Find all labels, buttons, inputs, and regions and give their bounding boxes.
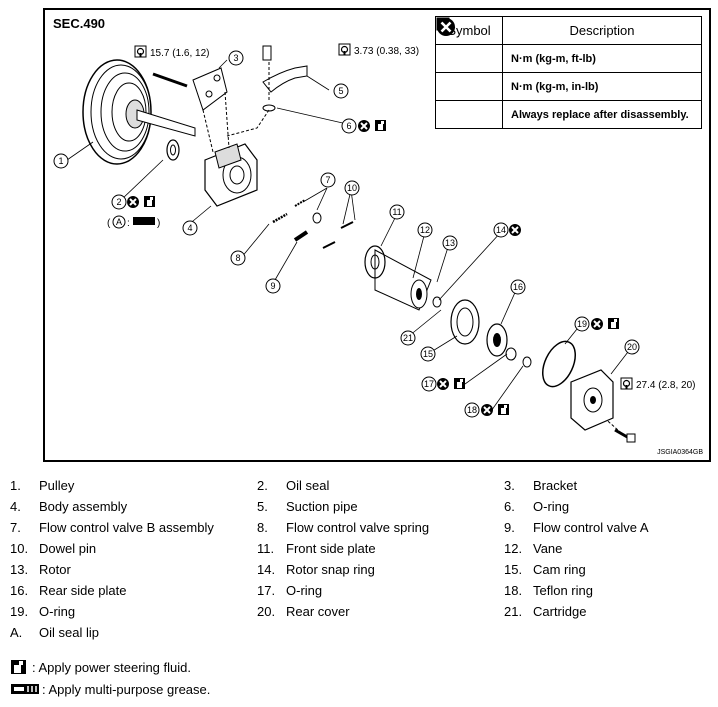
svg-text:17: 17 — [424, 379, 434, 389]
torque-suction-pipe-bolt: 3.73 (0.38, 33) — [338, 43, 419, 57]
callout-7: 7 — [320, 172, 336, 188]
svg-text:5: 5 — [338, 86, 343, 96]
callout-2: 2 — [111, 194, 127, 210]
flow-control-parts — [272, 199, 354, 249]
torque-wrench-icon — [134, 45, 147, 58]
svg-text::: : — [127, 218, 130, 229]
svg-text:20: 20 — [627, 342, 637, 352]
callout-1: 1 — [53, 153, 69, 169]
replace-x-icon — [436, 17, 455, 36]
rear-cover-bolt — [614, 428, 636, 443]
callout-18: 18 — [464, 402, 480, 418]
svg-text:21: 21 — [403, 333, 413, 343]
torque-wrench-inlb-icon — [338, 43, 351, 56]
svg-text:7: 7 — [325, 175, 330, 185]
o-ring-19 — [542, 340, 576, 388]
legend-header-description: Description — [502, 16, 702, 45]
callout-21: 21 — [400, 330, 416, 346]
callout-4: 4 — [182, 220, 198, 236]
torque-rear-cover-bolt: 27.4 (2.8, 20) — [620, 377, 695, 391]
rear-cover — [570, 369, 614, 431]
svg-text:12: 12 — [420, 225, 430, 235]
svg-text:8: 8 — [235, 253, 240, 263]
callout-10: 10 — [344, 180, 360, 196]
suction-pipe — [262, 45, 308, 112]
callout-14: 14 — [493, 222, 509, 238]
section-label: SEC.490 — [53, 16, 106, 31]
svg-text:1: 1 — [58, 156, 63, 166]
svg-text:2: 2 — [116, 197, 121, 207]
svg-text:(: ( — [107, 218, 111, 229]
cartridge-group — [364, 245, 532, 368]
callout-11: 11 — [389, 204, 405, 220]
svg-text:4: 4 — [187, 223, 192, 233]
svg-text:16: 16 — [513, 282, 523, 292]
svg-text:11: 11 — [392, 207, 401, 217]
legend-desc-replace: Always replace after disassembly. — [502, 100, 702, 129]
callout-12: 12 — [417, 222, 433, 238]
svg-text:13: 13 — [445, 238, 455, 248]
callout-6: 6 — [341, 118, 357, 134]
symbol-legend-table: Symbol Description N·m (kg-m, ft-lb) N·m… — [435, 16, 702, 129]
svg-text:27.4 (2.8, 20): 27.4 (2.8, 20) — [636, 380, 695, 391]
diagram-canvas: 1 2 3 4 5 6 7 8 9 10 11 12 13 14 15 16 1… — [53, 43, 695, 443]
callout-8: 8 — [230, 250, 246, 266]
figure-id: JSGIA0364GB — [657, 449, 703, 456]
svg-text:): ) — [157, 218, 160, 229]
legend-desc-inlb: N·m (kg-m, in-lb) — [502, 72, 702, 101]
svg-text:3.73 (0.38, 33): 3.73 (0.38, 33) — [354, 46, 419, 57]
replace-x-icon — [126, 195, 140, 209]
torque-bracket-bolt: 15.7 (1.6, 12) — [134, 45, 209, 59]
exploded-view-diagram: 1 2 3 4 5 6 7 8 9 10 11 12 13 14 15 16 1… — [43, 8, 711, 462]
svg-text:A: A — [116, 217, 122, 227]
pulley — [82, 59, 196, 165]
callout-20: 20 — [624, 339, 640, 355]
bracket — [192, 67, 228, 111]
fluid-can-icon — [144, 196, 155, 207]
svg-text:19: 19 — [577, 319, 587, 329]
svg-text:15: 15 — [423, 349, 433, 359]
callout-15: 15 — [420, 346, 436, 362]
svg-text:15.7 (1.6, 12): 15.7 (1.6, 12) — [150, 48, 209, 59]
grease-icon — [11, 684, 39, 694]
callout-3: 3 — [228, 50, 244, 66]
callout-16: 16 — [510, 279, 526, 295]
callout-19: 19 — [574, 316, 590, 332]
fluid-can-icon — [375, 120, 386, 131]
svg-text:18: 18 — [467, 405, 477, 415]
oil-seal — [166, 139, 180, 161]
body-assembly — [204, 143, 258, 207]
callout-5: 5 — [333, 83, 349, 99]
callout-9: 9 — [265, 278, 281, 294]
seal-lip-label: ( A : ) — [107, 215, 160, 229]
svg-text:10: 10 — [347, 183, 357, 193]
callout-13: 13 — [442, 235, 458, 251]
callout-17: 17 — [421, 376, 437, 392]
svg-text:14: 14 — [496, 225, 506, 235]
svg-text:3: 3 — [233, 53, 238, 63]
callouts: 1 2 3 4 5 6 7 8 9 10 11 12 13 14 15 16 1… — [53, 50, 640, 418]
replace-x-icon — [357, 119, 371, 133]
fluid-can-icon — [11, 660, 26, 674]
svg-text:6: 6 — [346, 121, 351, 131]
svg-text:9: 9 — [270, 281, 275, 291]
